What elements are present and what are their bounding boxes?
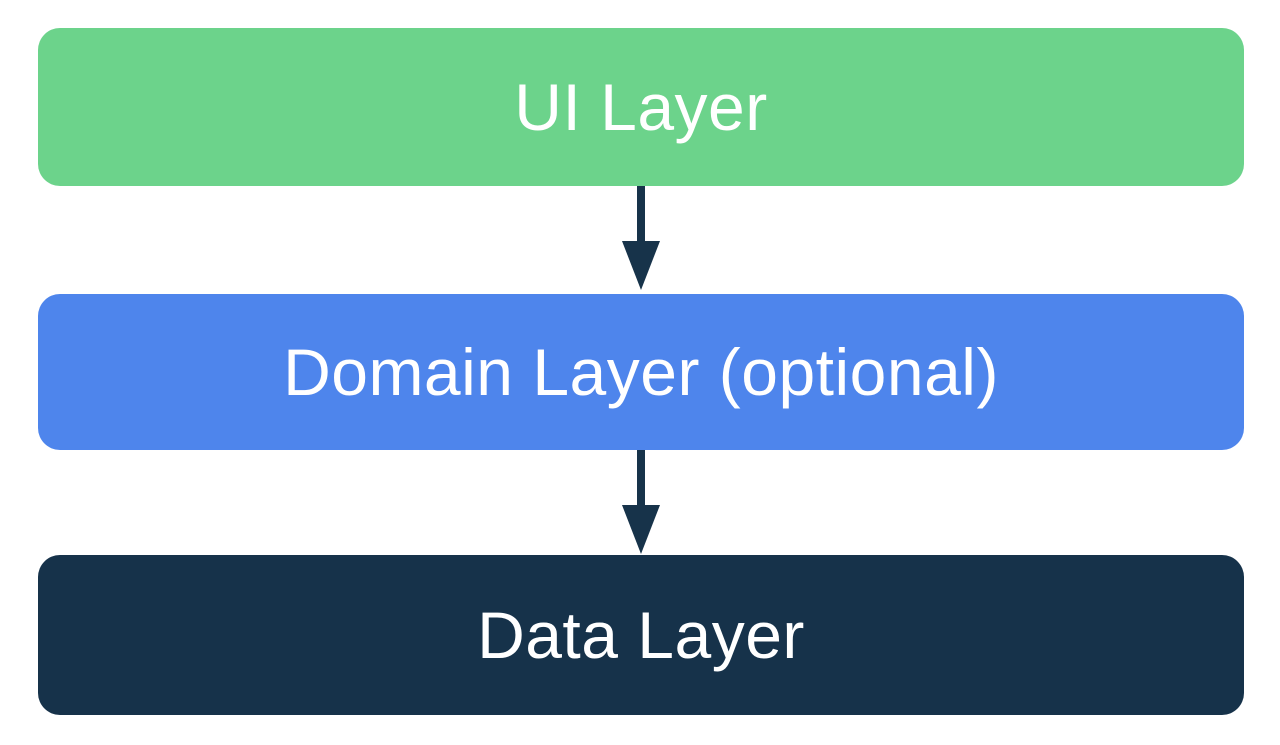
arrow-down-icon [622, 450, 660, 554]
arrow-down-icon [622, 186, 660, 290]
data-layer-box: Data Layer [38, 555, 1244, 715]
ui-layer-label: UI Layer [514, 70, 768, 144]
ui-layer-box: UI Layer [38, 28, 1244, 186]
data-layer-label: Data Layer [477, 598, 805, 672]
domain-layer-box: Domain Layer (optional) [38, 294, 1244, 450]
domain-layer-label: Domain Layer (optional) [283, 335, 999, 409]
